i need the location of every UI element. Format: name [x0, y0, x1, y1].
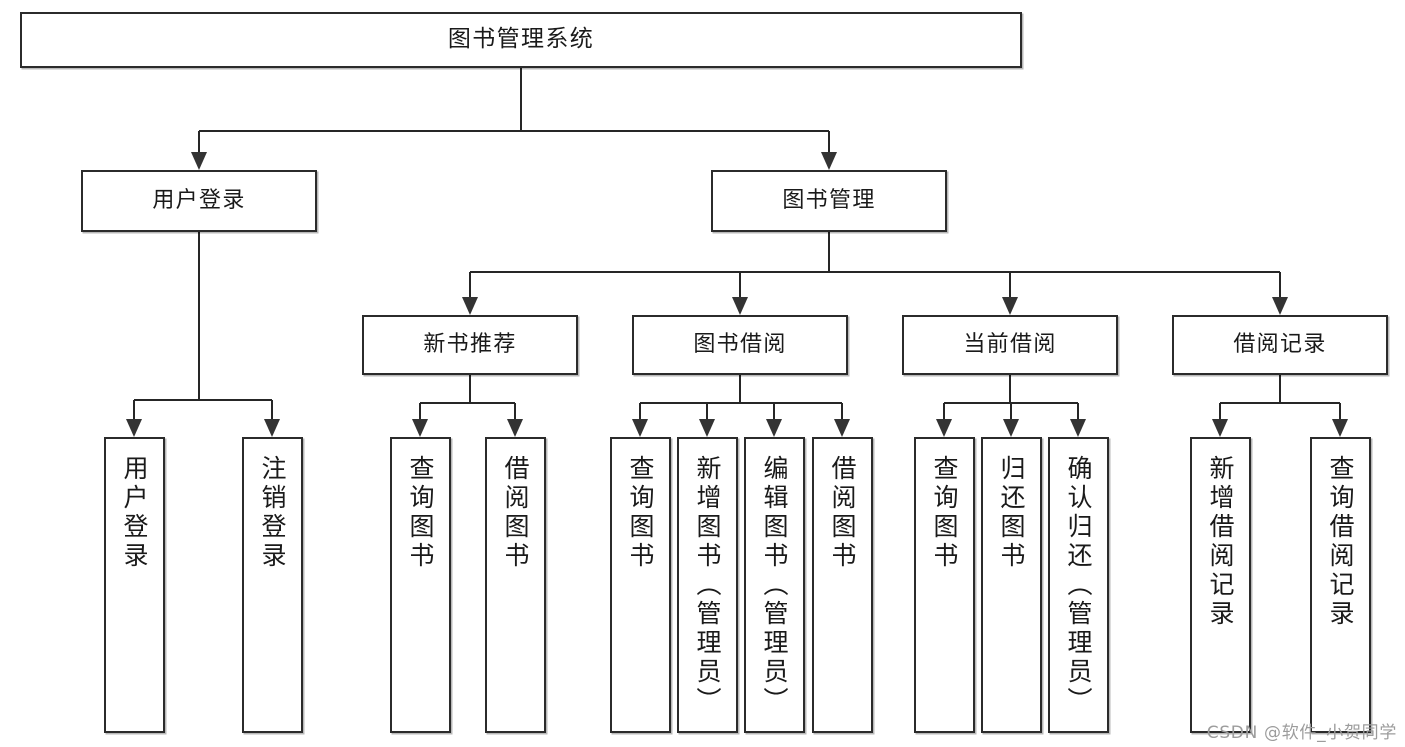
node-label: 查询借阅记录: [1326, 455, 1355, 629]
node-borrow-record[interactable]: 借阅记录: [1172, 315, 1388, 375]
node-book-borrow[interactable]: 图书借阅: [632, 315, 848, 375]
node-leaf-return-book[interactable]: 归还图书: [981, 437, 1042, 733]
node-label: 新书推荐: [423, 332, 517, 358]
node-label: 图书管理: [782, 188, 876, 214]
node-leaf-borrow-book-recommend[interactable]: 借阅图书: [485, 437, 546, 733]
node-label: 当前借阅: [963, 332, 1057, 358]
node-label: 图书管理系统: [447, 26, 595, 53]
node-leaf-user-login[interactable]: 用户登录: [104, 437, 165, 733]
node-leaf-edit-book-admin[interactable]: 编辑图书（管理员）: [744, 437, 805, 733]
node-leaf-query-borrow-record[interactable]: 查询借阅记录: [1310, 437, 1371, 733]
node-leaf-add-borrow-record[interactable]: 新增借阅记录: [1190, 437, 1251, 733]
node-leaf-query-book-current[interactable]: 查询图书: [914, 437, 975, 733]
node-label: 新增图书（管理员）: [693, 455, 722, 716]
node-label: 归还图书: [997, 455, 1026, 571]
node-user-login[interactable]: 用户登录: [81, 170, 317, 232]
node-label: 查询图书: [930, 455, 959, 571]
node-label: 编辑图书（管理员）: [760, 455, 789, 716]
node-label: 借阅图书: [828, 455, 857, 571]
node-leaf-borrow-book[interactable]: 借阅图书: [812, 437, 873, 733]
node-leaf-query-book-recommend[interactable]: 查询图书: [390, 437, 451, 733]
node-current-borrow[interactable]: 当前借阅: [902, 315, 1118, 375]
node-leaf-confirm-return-admin[interactable]: 确认归还（管理员）: [1048, 437, 1109, 733]
node-label: 借阅记录: [1233, 332, 1327, 358]
node-root-book-management-system[interactable]: 图书管理系统: [20, 12, 1022, 68]
node-label: 借阅图书: [501, 455, 530, 571]
node-book-management[interactable]: 图书管理: [711, 170, 947, 232]
node-leaf-logout[interactable]: 注销登录: [242, 437, 303, 733]
node-label: 查询图书: [406, 455, 435, 571]
node-label: 用户登录: [152, 188, 246, 214]
node-leaf-add-book-admin[interactable]: 新增图书（管理员）: [677, 437, 738, 733]
node-label: 确认归还（管理员）: [1064, 455, 1093, 716]
node-new-book-recommend[interactable]: 新书推荐: [362, 315, 578, 375]
node-label: 用户登录: [120, 455, 149, 571]
node-label: 注销登录: [258, 455, 287, 571]
node-label: 查询图书: [626, 455, 655, 571]
node-label: 新增借阅记录: [1206, 455, 1235, 629]
node-label: 图书借阅: [693, 332, 787, 358]
node-leaf-query-book-borrow[interactable]: 查询图书: [610, 437, 671, 733]
watermark: CSDN @软件_小贺同学: [1206, 723, 1397, 743]
